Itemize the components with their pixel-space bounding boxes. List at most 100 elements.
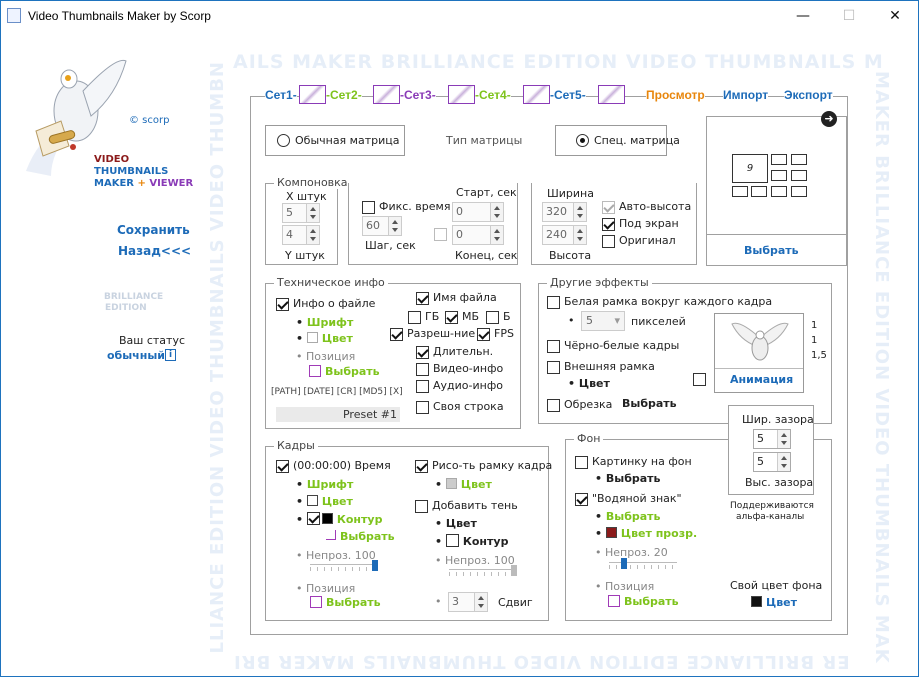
tech-color-option[interactable]: • Цвет	[296, 332, 353, 345]
outer-frame-color[interactable]: • Цвет	[568, 377, 610, 390]
mb-checkbox[interactable]	[445, 311, 458, 324]
normal-matrix-option[interactable]: Обычная матрица	[265, 125, 405, 156]
draw-frame-color[interactable]: • Цвет	[435, 478, 492, 491]
fps-checkbox[interactable]	[477, 328, 490, 341]
frames-position-choose[interactable]: Выбрать	[310, 596, 381, 609]
draw-frame-checkbox[interactable]	[415, 460, 428, 473]
bg-picture-checkbox[interactable]	[575, 456, 588, 469]
frames-contour-option[interactable]: • Контур	[296, 512, 383, 526]
stepper-arrows-icon[interactable]	[306, 204, 319, 222]
tab-set1[interactable]: Сет1-	[265, 88, 297, 102]
watermark-choose[interactable]: • Выбрать	[595, 510, 661, 523]
bg-picture-choose[interactable]: • Выбрать	[595, 472, 661, 485]
special-matrix-radio[interactable]	[576, 134, 589, 147]
white-frame-checkbox[interactable]	[547, 296, 560, 309]
file-name-checkbox[interactable]	[416, 292, 429, 305]
normal-matrix-radio[interactable]	[277, 134, 290, 147]
preset-field[interactable]: Preset #1	[276, 407, 400, 422]
tab-set5[interactable]: -Сет5-	[550, 88, 586, 102]
tab-export[interactable]: Экспорт	[784, 88, 833, 102]
animation-button[interactable]: Анимация	[730, 373, 794, 386]
tab-set1-thumb[interactable]	[299, 85, 326, 104]
shadow-opacity-slider[interactable]	[449, 565, 517, 576]
frames-color-swatch[interactable]	[306, 495, 318, 506]
resolution-checkbox[interactable]	[390, 328, 403, 341]
stepper-arrows-icon[interactable]	[474, 593, 487, 611]
gap-width-stepper-overlay[interactable]: 5	[753, 429, 791, 449]
bg-opacity-slider[interactable]	[609, 558, 677, 569]
transparent-color-option[interactable]: • Цвет прозр.	[595, 527, 698, 540]
tab-import[interactable]: Импорт	[723, 88, 769, 102]
special-matrix-option[interactable]: Спец. матрица	[555, 125, 680, 156]
own-bg-color-swatch[interactable]	[751, 596, 762, 607]
tech-position-choose[interactable]: Выбрать	[309, 365, 380, 378]
original-checkbox[interactable]	[602, 235, 615, 248]
outer-frame-checkbox[interactable]	[547, 361, 560, 374]
frames-font-option[interactable]: • Шрифт	[296, 478, 354, 491]
y-count-stepper[interactable]: 4	[282, 225, 320, 245]
matrix-select-button[interactable]: Выбрать	[744, 244, 799, 257]
stepper-arrows-icon[interactable]	[490, 203, 503, 221]
own-line-checkbox[interactable]	[416, 401, 429, 414]
gap-height-stepper-overlay[interactable]: 5	[753, 452, 791, 472]
close-button[interactable]: ✕	[889, 8, 901, 24]
bw-checkbox[interactable]	[547, 340, 560, 353]
animation-checkbox[interactable]	[693, 373, 706, 386]
shadow-color-option[interactable]: • Цвет	[435, 517, 477, 530]
crop-choose-button[interactable]: Выбрать	[622, 397, 677, 410]
tech-position-option[interactable]: • Позиция	[296, 350, 356, 363]
animation-panel[interactable]: Анимация	[714, 313, 804, 393]
stepper-arrows-icon[interactable]	[306, 226, 319, 244]
height-stepper[interactable]: 240	[542, 225, 587, 245]
contour-checkbox[interactable]	[306, 512, 320, 525]
auto-height-checkbox[interactable]	[602, 201, 615, 214]
watermark-checkbox[interactable]	[575, 493, 588, 506]
time-checkbox[interactable]	[276, 460, 289, 473]
bg-opacity-thumb[interactable]	[621, 558, 627, 569]
save-button[interactable]: Сохранить	[117, 223, 190, 237]
bg-position-choose[interactable]: Выбрать	[608, 595, 679, 608]
shadow-contour-checkbox[interactable]	[445, 534, 459, 547]
start-stepper[interactable]: 0	[452, 202, 504, 222]
minimize-button[interactable]: —	[796, 8, 810, 24]
tab-set3[interactable]: -Сет3-	[400, 88, 436, 102]
shadow-contour-option[interactable]: • Контур	[435, 534, 509, 548]
tech-font-option[interactable]: • Шрифт	[296, 316, 354, 329]
shift-stepper[interactable]: 3	[448, 592, 488, 612]
tab-preview[interactable]: Просмотр	[646, 88, 705, 102]
tab-set3-thumb[interactable]	[448, 85, 475, 104]
pixels-select[interactable]: 5▾	[581, 311, 625, 331]
tab-set4-thumb[interactable]	[523, 85, 550, 104]
end-stepper[interactable]: 0	[452, 225, 504, 245]
transparent-color-swatch[interactable]	[605, 527, 617, 538]
x-count-stepper[interactable]: 5	[282, 203, 320, 223]
tab-set4[interactable]: -Сет4-	[475, 88, 511, 102]
frames-opacity-thumb[interactable]	[372, 560, 378, 571]
tab-set2[interactable]: -Сет2-	[326, 88, 362, 102]
audio-info-checkbox[interactable]	[416, 380, 429, 393]
video-info-checkbox[interactable]	[416, 363, 429, 376]
stepper-arrows-icon[interactable]	[777, 430, 790, 448]
contour-color-swatch[interactable]	[321, 513, 333, 524]
width-stepper[interactable]: 320	[542, 202, 587, 222]
back-button[interactable]: Назад<<<	[118, 244, 192, 258]
step-stepper[interactable]: 60	[362, 216, 402, 236]
maximize-button[interactable]: ☐	[842, 8, 856, 24]
own-bg-color-option[interactable]: Цвет	[751, 596, 797, 609]
arrow-right-icon[interactable]: ➜	[821, 111, 837, 127]
b-checkbox[interactable]	[486, 311, 499, 324]
duration-checkbox[interactable]	[416, 346, 429, 359]
stepper-arrows-icon[interactable]	[388, 217, 401, 235]
tech-color-swatch[interactable]	[306, 332, 318, 343]
stepper-arrows-icon[interactable]	[490, 226, 503, 244]
fixed-time-checkbox[interactable]	[362, 201, 375, 214]
info-icon[interactable]: i	[165, 349, 176, 361]
frames-contour-choose[interactable]: Выбрать	[326, 530, 395, 543]
crop-checkbox[interactable]	[547, 399, 560, 412]
gb-checkbox[interactable]	[408, 311, 421, 324]
frames-color-option[interactable]: • Цвет	[296, 495, 353, 508]
draw-frame-swatch[interactable]	[445, 478, 457, 489]
stepper-arrows-icon[interactable]	[777, 453, 790, 471]
stepper-arrows-icon[interactable]	[573, 226, 586, 244]
shadow-opacity-thumb[interactable]	[511, 565, 517, 576]
